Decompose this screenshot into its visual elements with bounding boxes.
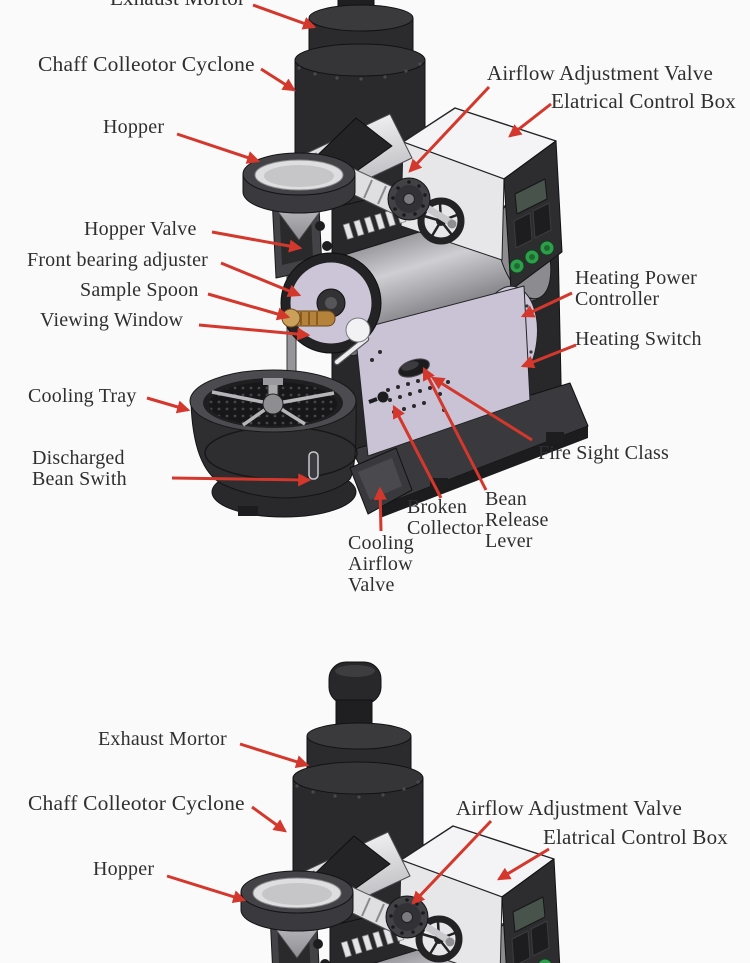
pointer-arrows-bottom (166, 742, 550, 905)
arrow-sample-spoon (207, 292, 291, 321)
arrow-discharged-switch (171, 473, 312, 487)
label-bottom-electrical-control-box: Elatrical Control Box (543, 825, 728, 849)
label-sample-spoon: Sample Spoon (80, 279, 199, 301)
arrow-control-box (496, 847, 550, 881)
arrow-hopper (176, 132, 261, 164)
label-hopper-valve: Hopper Valve (84, 218, 197, 240)
arrow-cooling-tray (146, 396, 191, 414)
arrow-hopper (166, 874, 247, 904)
arrow-viewing-window (198, 323, 311, 341)
arrow-cooling-airflow (373, 486, 387, 532)
pointer-arrows-top (146, 3, 577, 532)
label-heating-switch: Heating Switch (575, 328, 702, 350)
label-discharged-bean-switch: Discharged Bean Swith (32, 447, 127, 491)
arrow-broken-collector (392, 404, 443, 499)
label-bottom-chaff-collector-cyclone: Chaff Colleotor Cyclone (28, 791, 245, 815)
label-top-hopper: Hopper (103, 116, 165, 138)
arrow-fire-sight (430, 376, 533, 442)
arrow-chaff-cyclone (251, 805, 287, 833)
label-viewing-window: Viewing Window (40, 309, 184, 331)
arrow-exhaust-motor (239, 742, 310, 769)
arrow-heating-switch (520, 343, 577, 369)
arrow-chaff-cyclone (260, 67, 297, 92)
label-cooling-airflow-valve: Cooling Airflow Valve (348, 532, 414, 597)
label-top-airflow-adjustment-valve: Airflow Adjustment Valve (487, 61, 714, 85)
label-heating-power-controller: Heating Power Controller (575, 267, 698, 311)
label-bean-release-lever: Bean Release Lever (485, 488, 549, 553)
label-fire-sight-glass: Fire Sight Class (538, 442, 669, 464)
arrow-front-bearing (220, 261, 302, 297)
label-cooling-tray: Cooling Tray (28, 385, 137, 407)
arrow-control-box (508, 102, 552, 138)
label-top-electrical-control-box: Elatrical Control Box (551, 89, 736, 113)
arrow-hopper-valve (211, 230, 303, 253)
label-top-chaff-collector-cyclone: Chaff Colleotor Cyclone (38, 52, 255, 76)
label-bottom-airflow-adjustment-valve: Airflow Adjustment Valve (456, 796, 683, 820)
arrow-bean-release (422, 366, 488, 491)
arrow-exhaust-motor (252, 3, 317, 30)
arrow-airflow-valve (408, 85, 491, 173)
label-front-bearing-adjuster: Front bearing adjuster (27, 249, 209, 271)
label-bottom-hopper: Hopper (93, 858, 155, 880)
label-top-exhaust-motor: Exhaust Mortor (110, 0, 245, 9)
arrow-airflow-valve (411, 819, 493, 905)
arrow-heating-power (520, 291, 573, 318)
label-bottom-exhaust-motor: Exhaust Mortor (98, 728, 227, 750)
label-broken-collector: Broken Collector (407, 496, 484, 540)
